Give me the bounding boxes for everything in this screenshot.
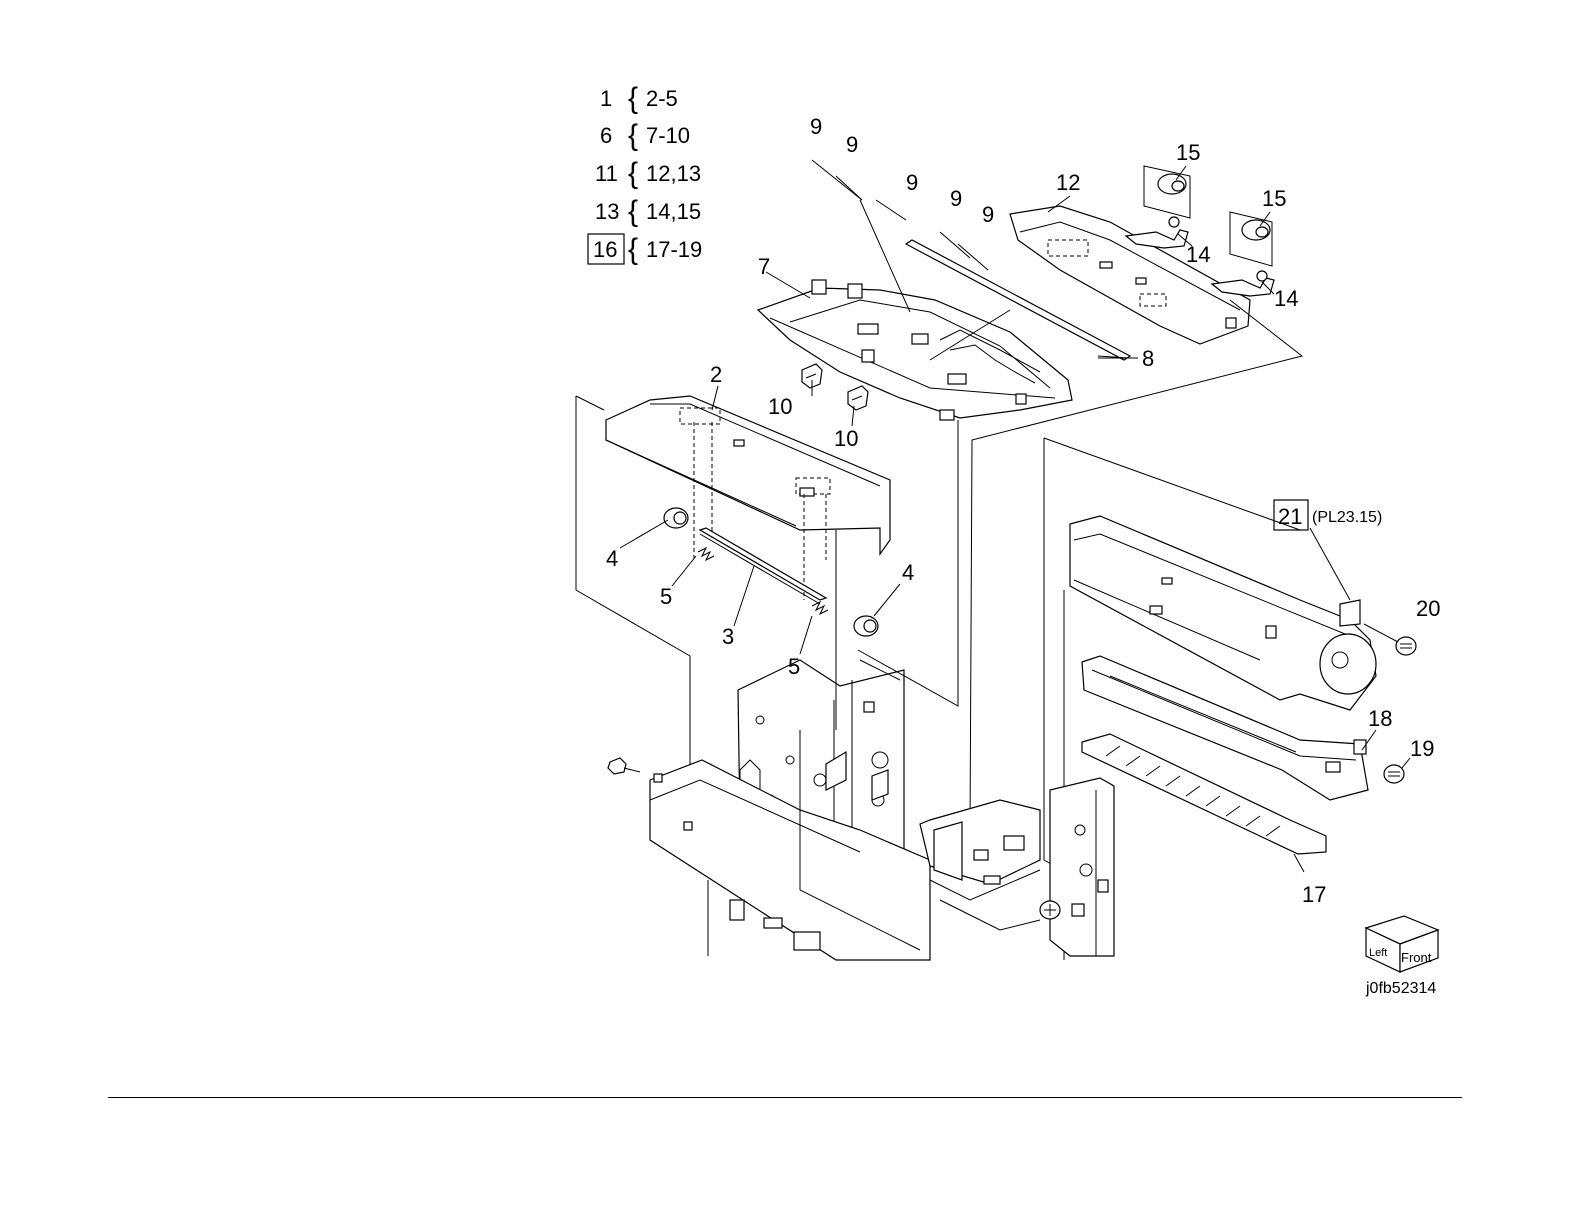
callout-15: 15 bbox=[1262, 186, 1286, 211]
power-box-bracket bbox=[920, 800, 1040, 930]
callout-19: 19 bbox=[1410, 736, 1434, 761]
screw-center bbox=[1040, 901, 1060, 919]
parts-index: 1 { 2-5 6 { 7-10 11 { 12,13 13 { 14,15 1… bbox=[588, 82, 702, 266]
part-19-knob bbox=[1384, 765, 1404, 783]
part-14-bracket-a bbox=[1126, 217, 1188, 248]
callout-4: 4 bbox=[902, 560, 914, 585]
index-parent-1: 1 bbox=[600, 86, 612, 111]
callout-18: 18 bbox=[1368, 706, 1392, 731]
figure-id: j0fb52314 bbox=[1365, 980, 1436, 997]
callout-15: 15 bbox=[1176, 140, 1200, 165]
index-children-1: 2-5 bbox=[646, 86, 678, 111]
callout-9: 9 bbox=[982, 202, 994, 227]
index-parent-6: 6 bbox=[600, 123, 612, 148]
callout-17: 17 bbox=[1302, 882, 1326, 907]
index-brace: { bbox=[628, 157, 638, 190]
callout-12: 12 bbox=[1056, 170, 1080, 195]
index-brace: { bbox=[628, 119, 638, 152]
part-2-cover bbox=[606, 396, 890, 554]
callout-4: 4 bbox=[606, 546, 618, 571]
callout-9: 9 bbox=[846, 132, 858, 157]
callout-10: 10 bbox=[768, 394, 792, 419]
callout-14: 14 bbox=[1186, 242, 1210, 267]
callout-14: 14 bbox=[1274, 286, 1298, 311]
part-4-gear-b bbox=[854, 616, 878, 636]
callout-9: 9 bbox=[810, 114, 822, 139]
index-children-11: 12,13 bbox=[646, 161, 701, 186]
orientation-front-label: Front bbox=[1401, 950, 1432, 965]
part-15-bushing-a bbox=[1144, 166, 1190, 218]
part-20-knob bbox=[1396, 637, 1416, 655]
callout-9: 9 bbox=[906, 170, 918, 195]
index-brace: { bbox=[628, 233, 638, 266]
right-side-frame bbox=[1050, 778, 1114, 956]
index-brace: { bbox=[628, 82, 638, 115]
assembly-outline bbox=[576, 396, 604, 410]
callout-8: 8 bbox=[1142, 346, 1154, 371]
callout-3: 3 bbox=[722, 624, 734, 649]
orientation-cube: Left Front bbox=[1366, 916, 1438, 972]
assembly-outline bbox=[1044, 438, 1300, 530]
footer-divider bbox=[108, 1097, 1462, 1098]
callout-21: 21 bbox=[1278, 504, 1302, 529]
part-12-cover bbox=[1010, 206, 1250, 344]
callout-5: 5 bbox=[788, 654, 800, 679]
part-4-gear-a bbox=[664, 508, 688, 528]
index-children-6: 7-10 bbox=[646, 123, 690, 148]
callout-7: 7 bbox=[758, 254, 770, 279]
index-parent-13: 13 bbox=[595, 199, 619, 224]
part-10-clip-b bbox=[848, 386, 868, 410]
callout-9: 9 bbox=[950, 186, 962, 211]
index-parent-11: 11 bbox=[595, 161, 618, 186]
part-5-spring-a bbox=[698, 548, 714, 560]
part-3-shaft bbox=[700, 528, 826, 604]
index-children-13: 14,15 bbox=[646, 199, 701, 224]
callout-5: 5 bbox=[660, 584, 672, 609]
index-parent-16: 16 bbox=[593, 237, 617, 262]
index-brace: { bbox=[628, 195, 638, 228]
screw-left bbox=[608, 758, 640, 774]
index-children-16: 17-19 bbox=[646, 237, 702, 262]
orientation-left-label: Left bbox=[1369, 947, 1387, 959]
callout-2: 2 bbox=[710, 362, 722, 387]
callout-20: 20 bbox=[1416, 596, 1440, 621]
callout-21-reference: (PL23.15) bbox=[1312, 509, 1382, 526]
callout-10: 10 bbox=[834, 426, 858, 451]
part-15-bushing-b bbox=[1230, 212, 1272, 266]
